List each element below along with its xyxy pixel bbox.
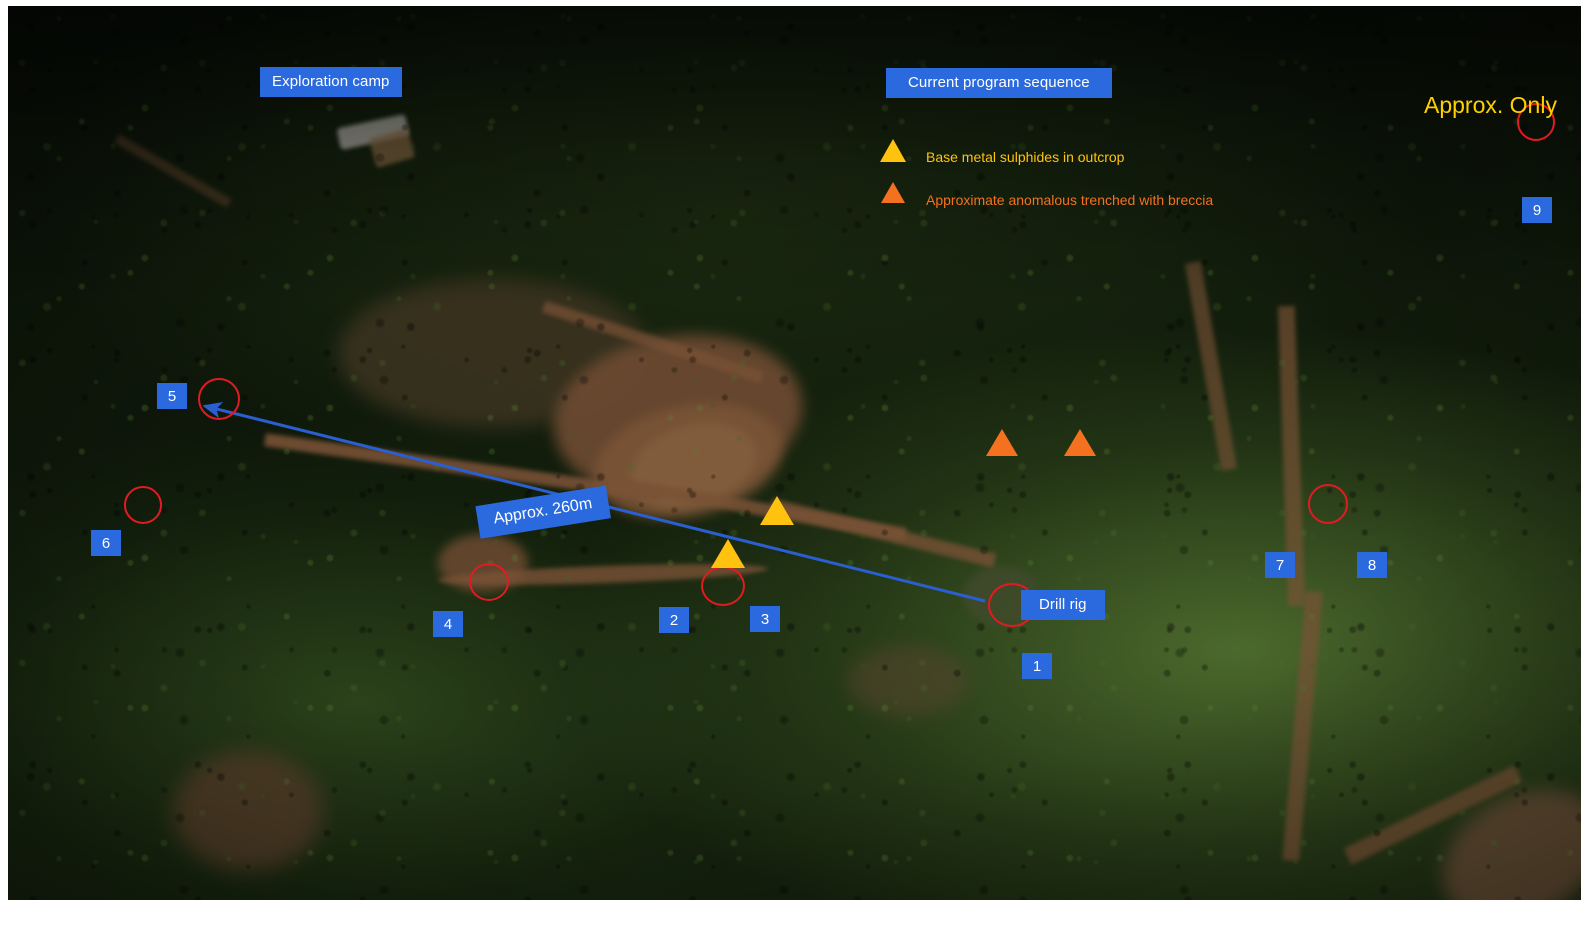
target-circle-6 (124, 486, 162, 524)
yellow-triangle-icon (880, 139, 906, 162)
target-number-2[interactable]: 2 (659, 607, 689, 633)
target-number-1[interactable]: 1 (1022, 653, 1052, 679)
orange-triangle-icon (986, 429, 1018, 456)
target-number-6[interactable]: 6 (91, 530, 121, 556)
target-circle-8 (1308, 484, 1348, 524)
yellow-triangle-icon (760, 496, 794, 525)
target-number-7[interactable]: 7 (1265, 552, 1295, 578)
orange-triangle-icon (1064, 429, 1096, 456)
callout-current-program-sequence[interactable]: Current program sequence (886, 68, 1112, 98)
yellow-triangle-icon (711, 539, 745, 568)
target-circle-9 (1517, 103, 1555, 141)
target-number-3[interactable]: 3 (750, 606, 780, 632)
target-circle-2 (701, 566, 745, 606)
photo-vignette (8, 6, 1581, 900)
orange-triangle-icon (881, 182, 905, 203)
aerial-photograph: Exploration camp Current program sequenc… (8, 6, 1581, 900)
target-number-8[interactable]: 8 (1357, 552, 1387, 578)
distance-arrow (202, 401, 986, 603)
target-number-9[interactable]: 9 (1522, 197, 1552, 223)
target-circle-5 (198, 378, 240, 420)
target-number-5[interactable]: 5 (157, 383, 187, 409)
target-number-4[interactable]: 4 (433, 611, 463, 637)
callout-exploration-camp[interactable]: Exploration camp (260, 67, 402, 97)
approx-only-note: Approx. Only (1424, 92, 1557, 118)
legend-label-sulphides: Base metal sulphides in outcrop (926, 149, 1125, 165)
callout-drill-rig[interactable]: Drill rig (1021, 590, 1105, 620)
target-circle-4 (469, 563, 509, 601)
legend-label-breccia: Approximate anomalous trenched with brec… (926, 192, 1214, 208)
